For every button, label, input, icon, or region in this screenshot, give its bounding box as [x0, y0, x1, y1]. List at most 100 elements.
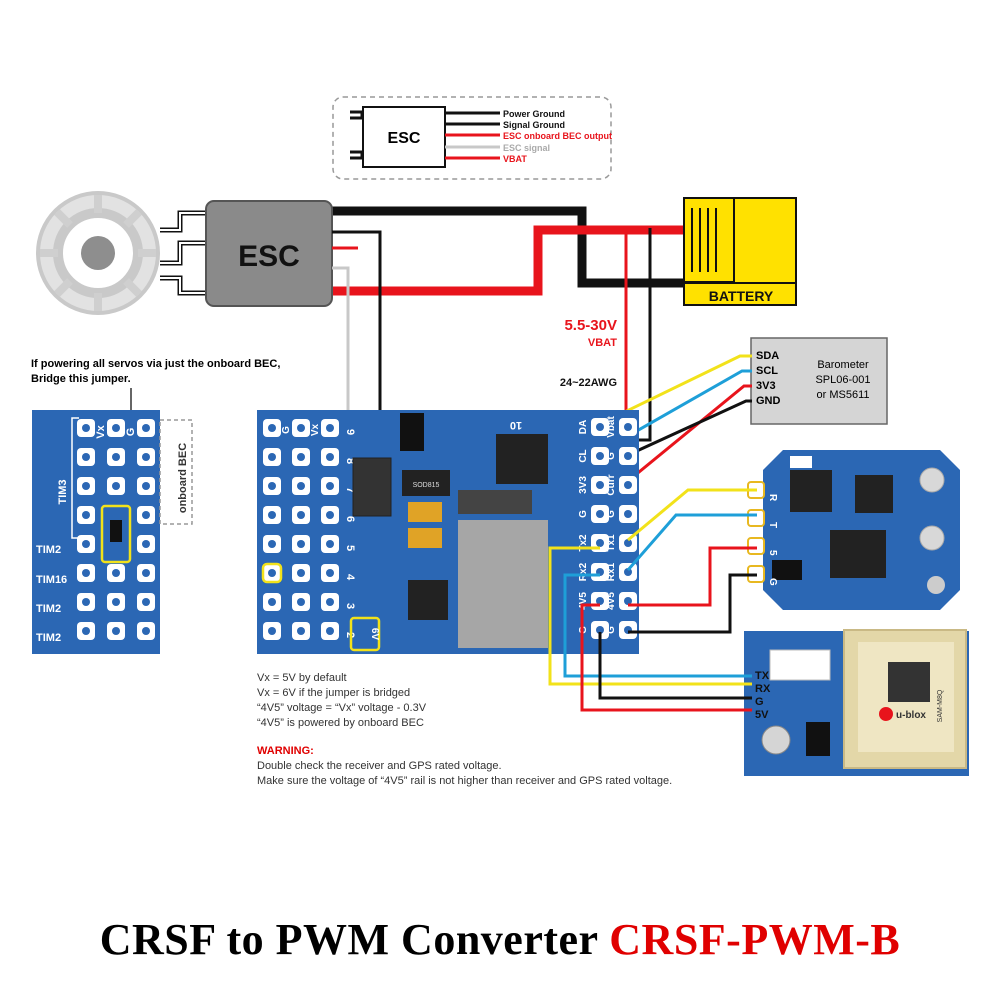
receiver-pad — [747, 509, 765, 527]
barometer-pin-sda: SDA — [756, 350, 779, 362]
main-board-channel-label: 1 — [344, 661, 356, 667]
note-vx-1: Vx = 5V by default — [257, 672, 347, 684]
note-vx-4: “4V5” is powered by onboard BEC — [257, 717, 424, 729]
legend-esc-box — [362, 106, 446, 168]
main-board-pin-label: Vbat — [606, 415, 617, 437]
main-board-pin-label: G — [606, 452, 617, 460]
gps-model: SAM-M8Q — [937, 689, 944, 722]
barometer-pin-3v3: 3V3 — [756, 380, 776, 392]
main-board-jumper-highlight — [349, 616, 381, 652]
side-board-pcb — [32, 410, 160, 654]
side-board-jumper-highlight — [100, 504, 132, 564]
warning-line-1: Double check the receiver and GPS rated … — [257, 760, 502, 772]
power-voltage: 5.5-30V — [564, 317, 617, 334]
baro-3v3-wire — [627, 384, 752, 483]
esc-body — [205, 200, 333, 307]
main-board-pin-label: Rx2 — [578, 562, 589, 581]
gps-pin-5v: 5V — [755, 709, 769, 721]
side-board-bec-label: onboard BEC — [177, 443, 189, 513]
barometer-title: Barometer — [817, 359, 869, 371]
legend-esc-label: ESC — [388, 130, 421, 147]
side-board-jumper — [110, 520, 122, 542]
main-board-pin-label: Curr — [606, 474, 617, 495]
gps-brand: u-blox — [896, 710, 926, 721]
main-board-g-label: G — [281, 426, 292, 434]
receiver-chip-b — [855, 475, 893, 513]
main-board-jumper-label: 6V — [369, 628, 380, 641]
sda-wire — [599, 354, 752, 426]
title-main: CRSF to PWM Converter — [99, 915, 610, 964]
legend-text-signal-ground: Signal Ground — [503, 120, 565, 130]
main-board-pin-label: Tx2 — [578, 534, 589, 552]
motor — [36, 191, 160, 315]
side-board-vx-label: Vx — [95, 424, 107, 438]
side-board-tim16: TIM16 — [36, 574, 67, 586]
main-board-pin-label: G — [606, 510, 617, 518]
main-board-pin-label: 3V3 — [578, 476, 589, 494]
rx-ground-wire — [628, 573, 757, 634]
power-gauge: 24~22AWG — [560, 377, 617, 389]
gps-connector — [769, 649, 831, 681]
receiver-pin-label: R — [767, 494, 778, 502]
power-vbat: VBAT — [588, 337, 617, 349]
gps-qr-code — [888, 662, 930, 702]
warning-line-2: Make sure the voltage of “4V5” rail is n… — [257, 775, 672, 787]
side-board-tim2-c: TIM2 — [36, 632, 61, 644]
rx-rx1-wire — [626, 513, 757, 571]
side-board-tim2-a: TIM2 — [36, 544, 61, 556]
main-board-channel-label: 6 — [344, 516, 356, 522]
gps: u-blox SAM-M8Q TX RX G 5V — [744, 629, 969, 776]
title-accent: CRSF-PWM-B — [609, 915, 901, 964]
battery-label: BATTERY — [709, 288, 774, 304]
main-board-mcu — [496, 434, 548, 484]
receiver-chip-c — [830, 530, 886, 578]
gps-tx-wire — [548, 546, 752, 686]
main-board-pin-label: Rx1 — [606, 562, 617, 581]
barometer-pin-gnd: GND — [756, 395, 781, 407]
jumper-note-line1: If powering all servos via just the onbo… — [31, 358, 280, 370]
main-board-pin-label: Tx1 — [606, 534, 617, 552]
main-board-inductor — [458, 520, 548, 648]
main-board-ic — [408, 580, 448, 620]
serial-wires — [548, 488, 757, 712]
main-board-chip-code: SOD815 — [413, 482, 440, 489]
gps-pin-g: G — [755, 696, 764, 708]
receiver-pin-label: T — [767, 522, 778, 528]
receiver-antenna-2 — [919, 525, 945, 551]
receiver-pad — [747, 537, 765, 555]
barometer-alt-model: or MS5611 — [817, 389, 870, 401]
jumper-note-line2: Bridge this jumper. — [31, 373, 131, 385]
main-board-channel-label: 3 — [344, 603, 356, 609]
main-board-channel-label: 4 — [344, 574, 356, 581]
motor-spokes — [40, 195, 156, 311]
main-board-pin-label: DA — [578, 420, 589, 434]
main-board-pads — [261, 418, 637, 640]
gps-power-wire — [580, 603, 752, 712]
main-board-num-10: 10 — [510, 419, 522, 431]
receiver-pad-block — [772, 560, 802, 580]
legend-text-power-ground: Power Ground — [503, 109, 565, 119]
main-board-cap-2 — [408, 528, 442, 548]
main-board-cap-1 — [408, 502, 442, 522]
esc-label: ESC — [238, 240, 300, 273]
side-board-tim2-b: TIM2 — [36, 603, 61, 615]
barometer-pin-scl: SCL — [756, 365, 778, 377]
side-board-pads — [77, 419, 155, 640]
main-board-pin-label: CL — [578, 449, 589, 462]
receiver-chip-a — [790, 470, 832, 512]
side-board-tim3-label: TIM3 — [57, 479, 69, 504]
main-board-channel-label: 9 — [344, 429, 356, 435]
note-vx-2: Vx = 6V if the jumper is bridged — [257, 687, 410, 699]
notes: Vx = 5V by default Vx = 6V if the jumper… — [257, 672, 672, 787]
gps-ground-wire — [598, 632, 752, 700]
receiver-pin-label: G — [767, 578, 778, 586]
gps-battery — [761, 725, 791, 755]
note-vx-3: “4V5” voltage = “Vx” voltage - 0.3V — [257, 702, 427, 714]
rx-power-wire — [628, 546, 757, 607]
receiver-antenna-1 — [919, 467, 945, 493]
baro-gnd-wire — [627, 399, 752, 457]
